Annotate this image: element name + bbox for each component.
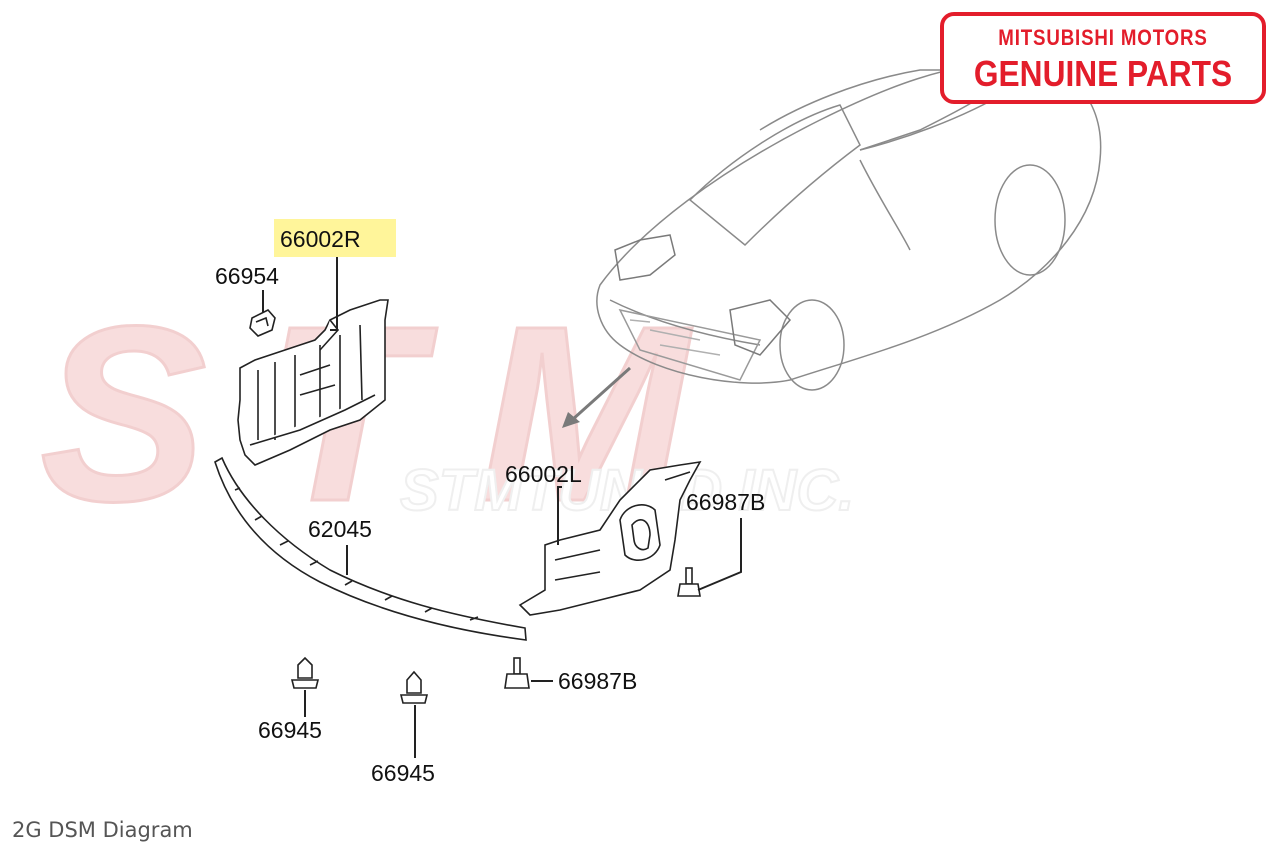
genuine-parts-badge: MITSUBISHI MOTORS GENUINE PARTS [940, 12, 1266, 104]
label-66987B-right: 66987B [686, 489, 765, 515]
part-66002L-shield [518, 460, 702, 616]
clip-66945-right [399, 670, 429, 704]
part-66002R-shield [237, 299, 389, 466]
label-66954: 66954 [215, 263, 279, 289]
label-62045: 62045 [308, 516, 372, 542]
watermark-subtext: STMTUNED INC. [400, 458, 854, 523]
label-66945-left: 66945 [258, 717, 322, 743]
car-outline [596, 59, 1102, 391]
bolt-66987B-lower [504, 657, 530, 689]
part-62045-bar [214, 456, 527, 641]
highlight-66002R [274, 219, 396, 257]
part-66954-clip [249, 309, 276, 337]
label-66002L: 66002L [505, 461, 582, 487]
diagram-caption: 2G DSM Diagram [12, 818, 193, 842]
badge-title: GENUINE PARTS [973, 53, 1233, 94]
bolt-66987B-right [677, 567, 701, 597]
clip-66945-left [290, 656, 320, 689]
direction-arrow [562, 366, 632, 428]
leader-lines [262, 255, 742, 758]
label-66002R: 66002R [280, 226, 361, 252]
badge-brand: MITSUBISHI MOTORS [998, 25, 1208, 50]
label-66945-right: 66945 [371, 760, 435, 786]
label-66987B-lower: 66987B [558, 668, 637, 694]
